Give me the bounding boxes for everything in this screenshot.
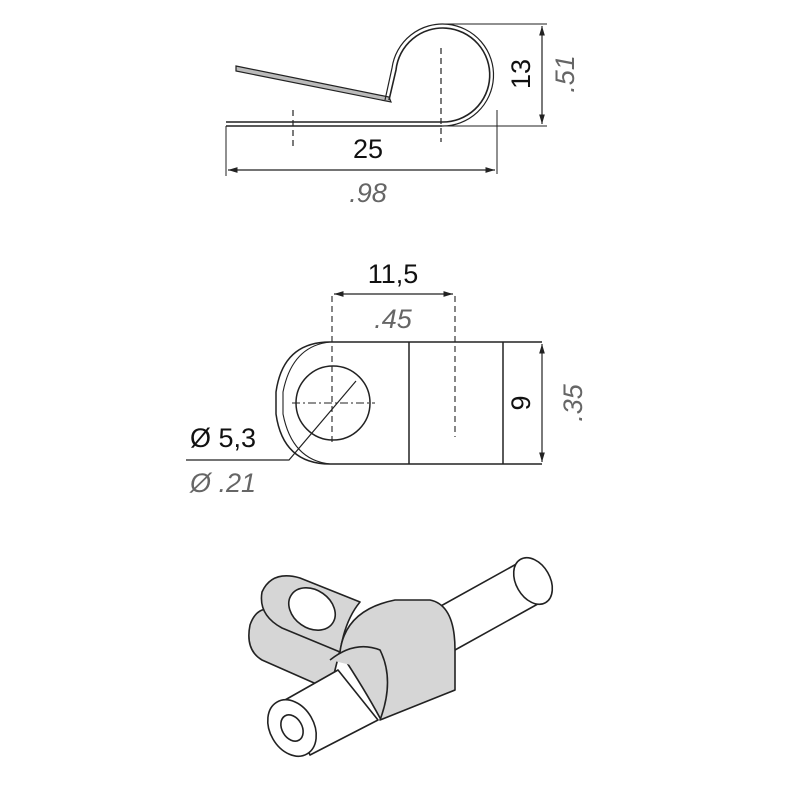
width-mm-label: 9 xyxy=(506,395,536,410)
clamp-strip-base xyxy=(226,121,442,127)
tube-end-back xyxy=(512,556,554,606)
clamp-mounting-hole xyxy=(288,587,336,631)
spacing-mm-label: 11,5 xyxy=(368,259,419,289)
isometric-view xyxy=(248,556,554,758)
side-view xyxy=(225,23,547,176)
spacing-in-label: .45 xyxy=(374,304,413,334)
tube-bore xyxy=(280,714,304,742)
clamp-outline xyxy=(275,341,542,465)
clamp-outline-inner xyxy=(282,341,331,465)
length-mm-label: 25 xyxy=(353,134,383,164)
top-view xyxy=(186,291,545,465)
clamp-strip-upper xyxy=(235,65,392,103)
length-in-label: .98 xyxy=(349,178,387,208)
clamp-loop xyxy=(388,27,491,123)
hole-diameter-mm-label: Ø 5,3 xyxy=(190,423,256,453)
width-in-label: .35 xyxy=(558,383,588,422)
height-in-label: .51 xyxy=(550,55,580,93)
clamp-tab-lower xyxy=(248,608,341,691)
clamp-loop-front xyxy=(329,645,456,721)
hole-diameter-in-label: Ø .21 xyxy=(189,468,256,498)
clamp-loop-inner xyxy=(384,23,495,127)
diameter-leader-line xyxy=(186,380,357,461)
height-mm-label: 13 xyxy=(506,59,536,89)
